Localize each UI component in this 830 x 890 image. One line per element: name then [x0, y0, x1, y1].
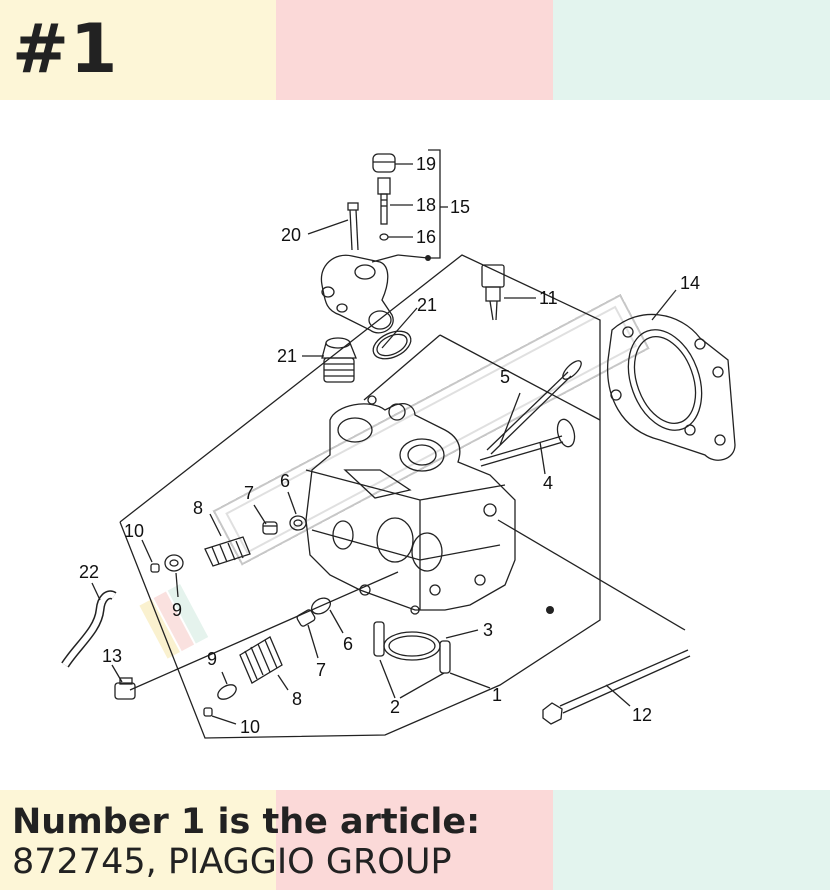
- part-13-plug: [114, 677, 136, 700]
- callout-2: 2: [390, 697, 400, 717]
- callout-21: 21: [277, 346, 297, 366]
- callout-6-lower: 6: [343, 634, 353, 654]
- callout-20: 21: [417, 295, 437, 315]
- part-18-cap: [372, 153, 396, 173]
- watermark-logo: [139, 293, 650, 659]
- band-segment-yellow: [0, 790, 276, 890]
- bracket-15: [428, 149, 441, 259]
- callout-3: 3: [483, 620, 493, 640]
- part-11-temp-sensor: [481, 264, 505, 321]
- callout-6-upper: 6: [280, 471, 290, 491]
- callout-1: 1: [492, 685, 502, 705]
- part-20-oring: [372, 330, 412, 360]
- upper-valve-train: [150, 515, 307, 573]
- caption-article: 872745, PIAGGIO GROUP: [12, 842, 452, 882]
- exploded-parts-diagram: 19 18 15 16 20 21 21 11 14 5 4 6 7 8 10 …: [61, 149, 736, 739]
- band-segment-pink: [276, 0, 553, 100]
- band-segment-mint: [553, 0, 830, 100]
- callout-22: 22: [79, 562, 99, 582]
- top-color-band: [0, 0, 830, 100]
- callout-13: 13: [102, 646, 122, 666]
- callout-14: 14: [680, 273, 700, 293]
- thermostat-housing: [320, 254, 394, 334]
- callout-8-lower: 8: [292, 689, 302, 709]
- part-4-valve: [479, 418, 576, 467]
- callout-15: 15: [450, 197, 470, 217]
- band-segment-pink: [276, 790, 553, 890]
- part-21-thermostat: [321, 337, 357, 383]
- part-14-head-gasket: [606, 313, 736, 461]
- part-2-dowel-pins: [373, 621, 451, 674]
- callout-18: 19: [416, 154, 436, 174]
- bottom-color-band: [0, 790, 830, 890]
- locator-dot-1: [546, 606, 554, 614]
- part-17-sensor: [377, 177, 391, 225]
- callout-8-upper: 8: [193, 498, 203, 518]
- assembly-frame: [119, 254, 601, 739]
- part-16-washer: [379, 233, 389, 241]
- band-segment-yellow: [0, 0, 276, 100]
- callout-10-lower: 10: [240, 717, 260, 737]
- part-12-bolt: [542, 649, 691, 725]
- callout-12: 12: [632, 705, 652, 725]
- callout-7-upper: 7: [244, 483, 254, 503]
- callout-5: 5: [500, 367, 510, 387]
- callout-19: 20: [281, 225, 301, 245]
- locator-dot-15: [425, 255, 431, 261]
- callout-7-lower: 7: [316, 660, 326, 680]
- page-heading: #1: [12, 10, 119, 89]
- part-19-screw: [347, 202, 359, 251]
- part-5-valve: [486, 360, 582, 455]
- callout-9-lower: 9: [207, 649, 217, 669]
- callout-16: 16: [416, 227, 436, 247]
- callout-9-upper: 9: [172, 600, 182, 620]
- callout-10-upper: 10: [124, 521, 144, 541]
- callout-4: 4: [543, 473, 553, 493]
- callout-11: 11: [539, 288, 558, 308]
- callout-17: 18: [416, 195, 436, 215]
- caption-title: Number 1 is the article:: [12, 802, 481, 842]
- lower-valve-train: [203, 597, 331, 717]
- band-segment-mint: [553, 790, 830, 890]
- cylinder-head-body: [305, 395, 516, 615]
